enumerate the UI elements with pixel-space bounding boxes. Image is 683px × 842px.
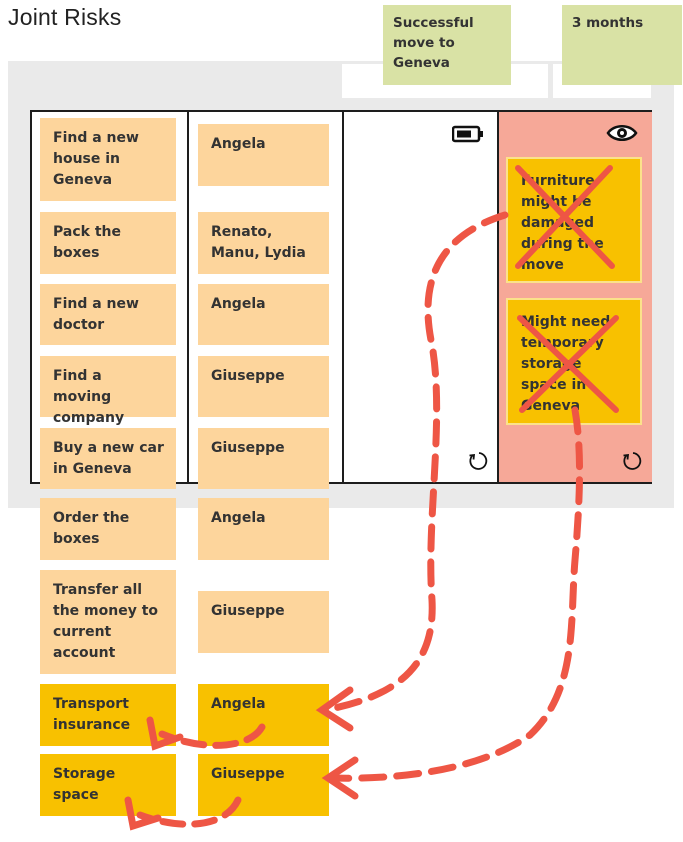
owner-note[interactable]: Giuseppe (198, 591, 329, 653)
task-note[interactable]: Find a new doctor (40, 284, 176, 345)
task-note-text: Storage space (53, 766, 116, 803)
task-note-text: Find a moving company (53, 368, 125, 426)
owner-note-text: Angela (211, 296, 266, 312)
header-note-timeframe-text: 3 months (572, 15, 644, 31)
owner-note-text: Giuseppe (211, 368, 285, 384)
mitigation-task-note[interactable]: Transport insurance (40, 684, 176, 746)
risk-note-text: Might need temporary storage space in Ge… (521, 314, 611, 414)
owner-note[interactable]: Angela (198, 684, 329, 746)
header-note-milestone[interactable]: Successful move to Geneva (383, 5, 511, 85)
column-divider (342, 112, 344, 482)
owner-note-text: Angela (211, 510, 266, 526)
column-divider (187, 112, 189, 482)
owner-note[interactable]: Angela (198, 498, 329, 560)
owner-note[interactable]: Giuseppe (198, 356, 329, 417)
arrow-head (321, 756, 359, 800)
refresh-icon[interactable] (620, 449, 644, 477)
owner-note[interactable]: Renato, Manu, Lydia (198, 212, 329, 274)
task-note[interactable]: Find a moving company (40, 356, 176, 426)
header-note-timeframe[interactable]: 3 months (562, 5, 682, 85)
task-note-text: Order the boxes (53, 510, 130, 547)
risk-note-text: Furniture might be damaged during the mo… (521, 173, 604, 273)
task-note[interactable]: Pack the boxes (40, 212, 176, 274)
owner-note[interactable]: Angela (198, 124, 329, 186)
header-note-milestone-text: Successful move to Geneva (393, 15, 474, 71)
risk-note[interactable]: Furniture might be damaged during the mo… (506, 157, 642, 283)
task-note-text: Pack the boxes (53, 224, 121, 261)
task-note-text: Find a new doctor (53, 296, 139, 333)
battery-icon (451, 125, 484, 147)
owner-note[interactable]: Angela (198, 284, 329, 345)
page-title: Joint Risks (8, 4, 122, 30)
task-note-text: Find a new house in Geneva (53, 130, 139, 188)
owner-note-text: Angela (211, 136, 266, 152)
mitigation-task-note[interactable]: Storage space (40, 754, 176, 816)
risk-note[interactable]: Might need temporary storage space in Ge… (506, 298, 642, 425)
owner-note[interactable]: Giuseppe (198, 754, 329, 816)
task-note[interactable]: Buy a new car in Geneva (40, 428, 176, 489)
refresh-icon[interactable] (466, 449, 490, 477)
task-note-text: Buy a new car in Geneva (53, 440, 164, 477)
owner-note-text: Giuseppe (211, 603, 285, 619)
task-note[interactable]: Order the boxes (40, 498, 176, 560)
owner-note[interactable]: Giuseppe (198, 428, 329, 489)
task-note[interactable]: Find a new house in Geneva (40, 118, 176, 201)
task-note-text: Transport insurance (53, 696, 131, 733)
owner-note-text: Giuseppe (211, 766, 285, 782)
owner-note-text: Angela (211, 696, 266, 712)
owner-note-text: Giuseppe (211, 440, 285, 456)
owner-note-text: Renato, Manu, Lydia (211, 224, 306, 261)
column-divider (497, 112, 499, 482)
eye-icon[interactable] (606, 122, 638, 148)
task-note[interactable]: Transfer all the money to current accoun… (40, 570, 176, 674)
task-note-text: Transfer all the money to current accoun… (53, 582, 159, 661)
